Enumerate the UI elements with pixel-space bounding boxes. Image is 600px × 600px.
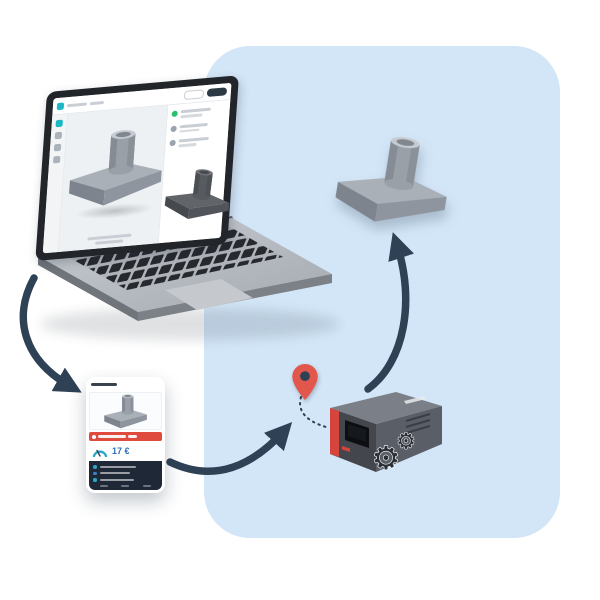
nav-item-skeleton[interactable] <box>99 484 108 487</box>
detail-icon <box>93 471 97 475</box>
price-row: 17 € <box>89 443 162 459</box>
gear-icon: ⚙ <box>372 439 401 476</box>
step-bullet <box>169 139 176 147</box>
printer-machine: ⚙ ⚙ <box>330 392 442 476</box>
printer-logo-mark <box>342 446 350 452</box>
gauge-icon <box>92 449 108 457</box>
detail-icon <box>93 465 97 469</box>
banner-text-skeleton <box>98 435 126 438</box>
cad-part-model <box>65 119 169 214</box>
rendered-part-preview <box>162 160 237 228</box>
cad-logo-icon <box>56 101 65 110</box>
detail-row[interactable] <box>93 465 158 469</box>
order-banner-button[interactable] <box>89 431 162 442</box>
printer-window-inner <box>348 424 366 442</box>
finished-printed-part <box>329 119 462 239</box>
step-row[interactable] <box>169 136 224 148</box>
menu-text-skeleton <box>89 100 105 105</box>
keyboard-keys <box>63 223 283 290</box>
location-pin-icon <box>292 364 318 400</box>
gear-icon: ⚙ <box>396 430 416 455</box>
app-name-skeleton <box>91 383 117 387</box>
part-preview <box>89 391 162 431</box>
printer-side-face <box>376 406 442 472</box>
app-detail-list <box>89 461 162 490</box>
banner-dot-icon <box>92 434 96 439</box>
cad-3d-viewport[interactable] <box>58 105 169 252</box>
banner-text-skeleton <box>128 435 137 438</box>
laptop-left-edge <box>38 256 138 321</box>
vent-line <box>405 413 431 422</box>
detail-icon <box>93 478 97 482</box>
detail-text-skeleton <box>99 478 134 481</box>
tool-icon[interactable] <box>54 131 63 140</box>
tool-icon[interactable] <box>55 119 63 128</box>
printer-brand-skeleton <box>404 396 426 404</box>
bottom-nav[interactable] <box>93 484 158 487</box>
trackpad <box>165 279 253 310</box>
detail-row[interactable] <box>93 471 158 475</box>
tool-icon[interactable] <box>53 143 62 152</box>
phone-part-image <box>103 391 149 431</box>
phone-order-app: 17 € <box>86 377 165 493</box>
vent-line <box>405 419 431 428</box>
detail-row[interactable] <box>93 478 158 482</box>
secondary-button-skeleton[interactable] <box>183 88 205 100</box>
nav-item-skeleton[interactable] <box>143 484 152 487</box>
detail-text-skeleton <box>99 472 130 475</box>
laptop <box>15 58 345 368</box>
step-bullet <box>171 110 178 118</box>
caption-skeleton <box>86 233 132 241</box>
step-row[interactable] <box>171 106 226 118</box>
vent-line <box>405 425 431 434</box>
primary-button-skeleton[interactable] <box>206 87 228 98</box>
step-row[interactable] <box>170 121 225 133</box>
step-bullet <box>170 125 177 132</box>
app-header <box>89 380 162 390</box>
price-value: 17 € <box>112 446 130 457</box>
caption-skeleton <box>94 239 123 245</box>
laptop-shadow <box>40 308 340 340</box>
nav-item-skeleton[interactable] <box>121 484 130 487</box>
detail-text-skeleton <box>99 465 136 468</box>
menu-text-skeleton <box>66 101 88 107</box>
tool-icon[interactable] <box>52 155 61 164</box>
printer-red-stripe <box>330 408 339 457</box>
